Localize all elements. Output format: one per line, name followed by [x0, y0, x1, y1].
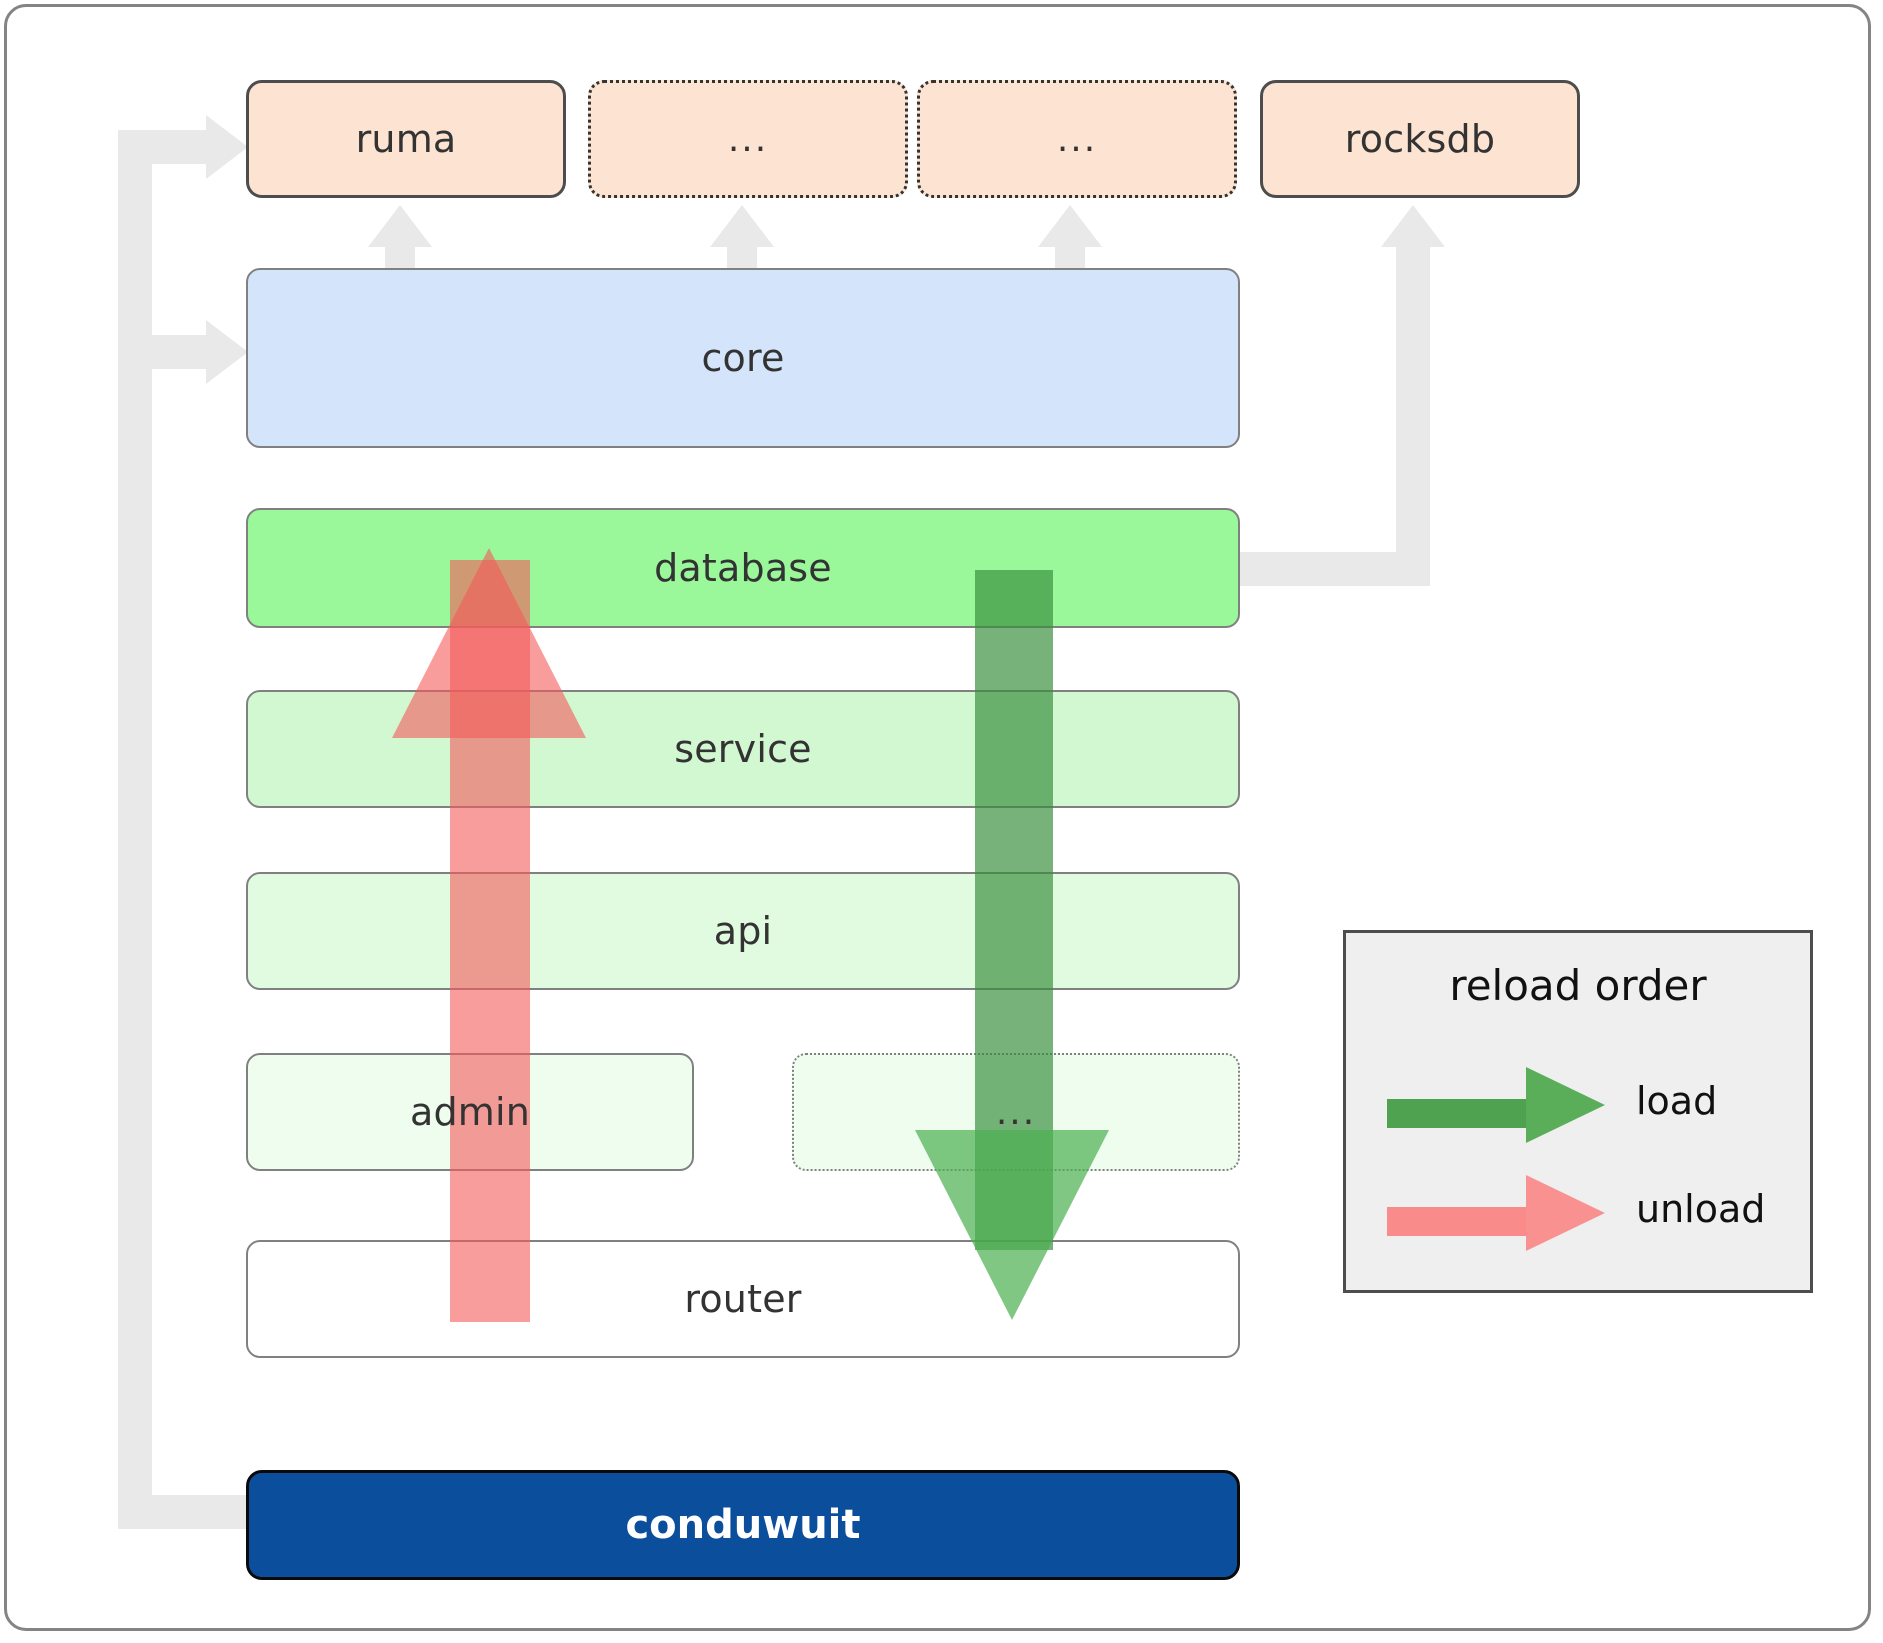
dependency-box-ruma[interactable]: ruma — [246, 80, 566, 198]
connector-core-to-ruma-arrowhead — [368, 205, 432, 247]
layer-box-core[interactable]: core — [246, 268, 1240, 448]
layer-label-router: router — [684, 1277, 802, 1321]
legend-unload-arrow-head — [1526, 1175, 1605, 1251]
legend-item-load: load — [1346, 1065, 1810, 1175]
connector-database-to-rocksdb-vertical — [1396, 232, 1430, 572]
application-box-conduwuit[interactable]: conduwuit — [246, 1470, 1240, 1580]
dependency-box-placeholder-1[interactable]: ... — [588, 80, 908, 198]
diagram-frame — [4, 4, 1871, 1631]
legend-label-unload: unload — [1636, 1187, 1766, 1231]
layer-label-database: database — [654, 546, 832, 590]
legend-panel: reload order load unload — [1343, 930, 1813, 1293]
legend-unload-arrow-shaft — [1387, 1207, 1547, 1236]
legend-label-load: load — [1636, 1079, 1718, 1123]
dependency-label-rocksdb: rocksdb — [1344, 117, 1496, 161]
layer-label-api: api — [713, 909, 773, 953]
dependency-box-rocksdb[interactable]: rocksdb — [1260, 80, 1580, 198]
layer-label-core: core — [701, 336, 785, 380]
connector-core-to-dep2-arrowhead — [710, 205, 774, 247]
legend-item-unload: unload — [1346, 1173, 1810, 1283]
connector-arrowhead-rocksdb — [1381, 205, 1445, 247]
connector-core-to-dep3-arrowhead — [1038, 205, 1102, 247]
layer-label-service: service — [674, 727, 812, 771]
dependency-label-ruma: ruma — [355, 117, 457, 161]
connector-arrowhead-core — [206, 320, 248, 384]
legend-load-arrow-head — [1526, 1067, 1605, 1143]
layer-label-placeholder: ... — [995, 1091, 1037, 1133]
connector-arrowhead-ruma — [206, 115, 248, 179]
dependency-box-placeholder-2[interactable]: ... — [917, 80, 1237, 198]
load-arrow-head — [915, 1130, 1109, 1320]
legend-title: reload order — [1449, 961, 1707, 1010]
dependency-label-placeholder-1: ... — [727, 118, 769, 160]
unload-arrow-shaft — [450, 560, 530, 1322]
application-label-conduwuit: conduwuit — [625, 1502, 861, 1548]
connector-branch-conduwuit — [118, 1495, 258, 1529]
dependency-label-placeholder-2: ... — [1056, 118, 1098, 160]
layer-box-api[interactable]: api — [246, 872, 1240, 990]
layer-label-admin: admin — [409, 1090, 531, 1134]
legend-load-arrow-shaft — [1387, 1099, 1547, 1128]
